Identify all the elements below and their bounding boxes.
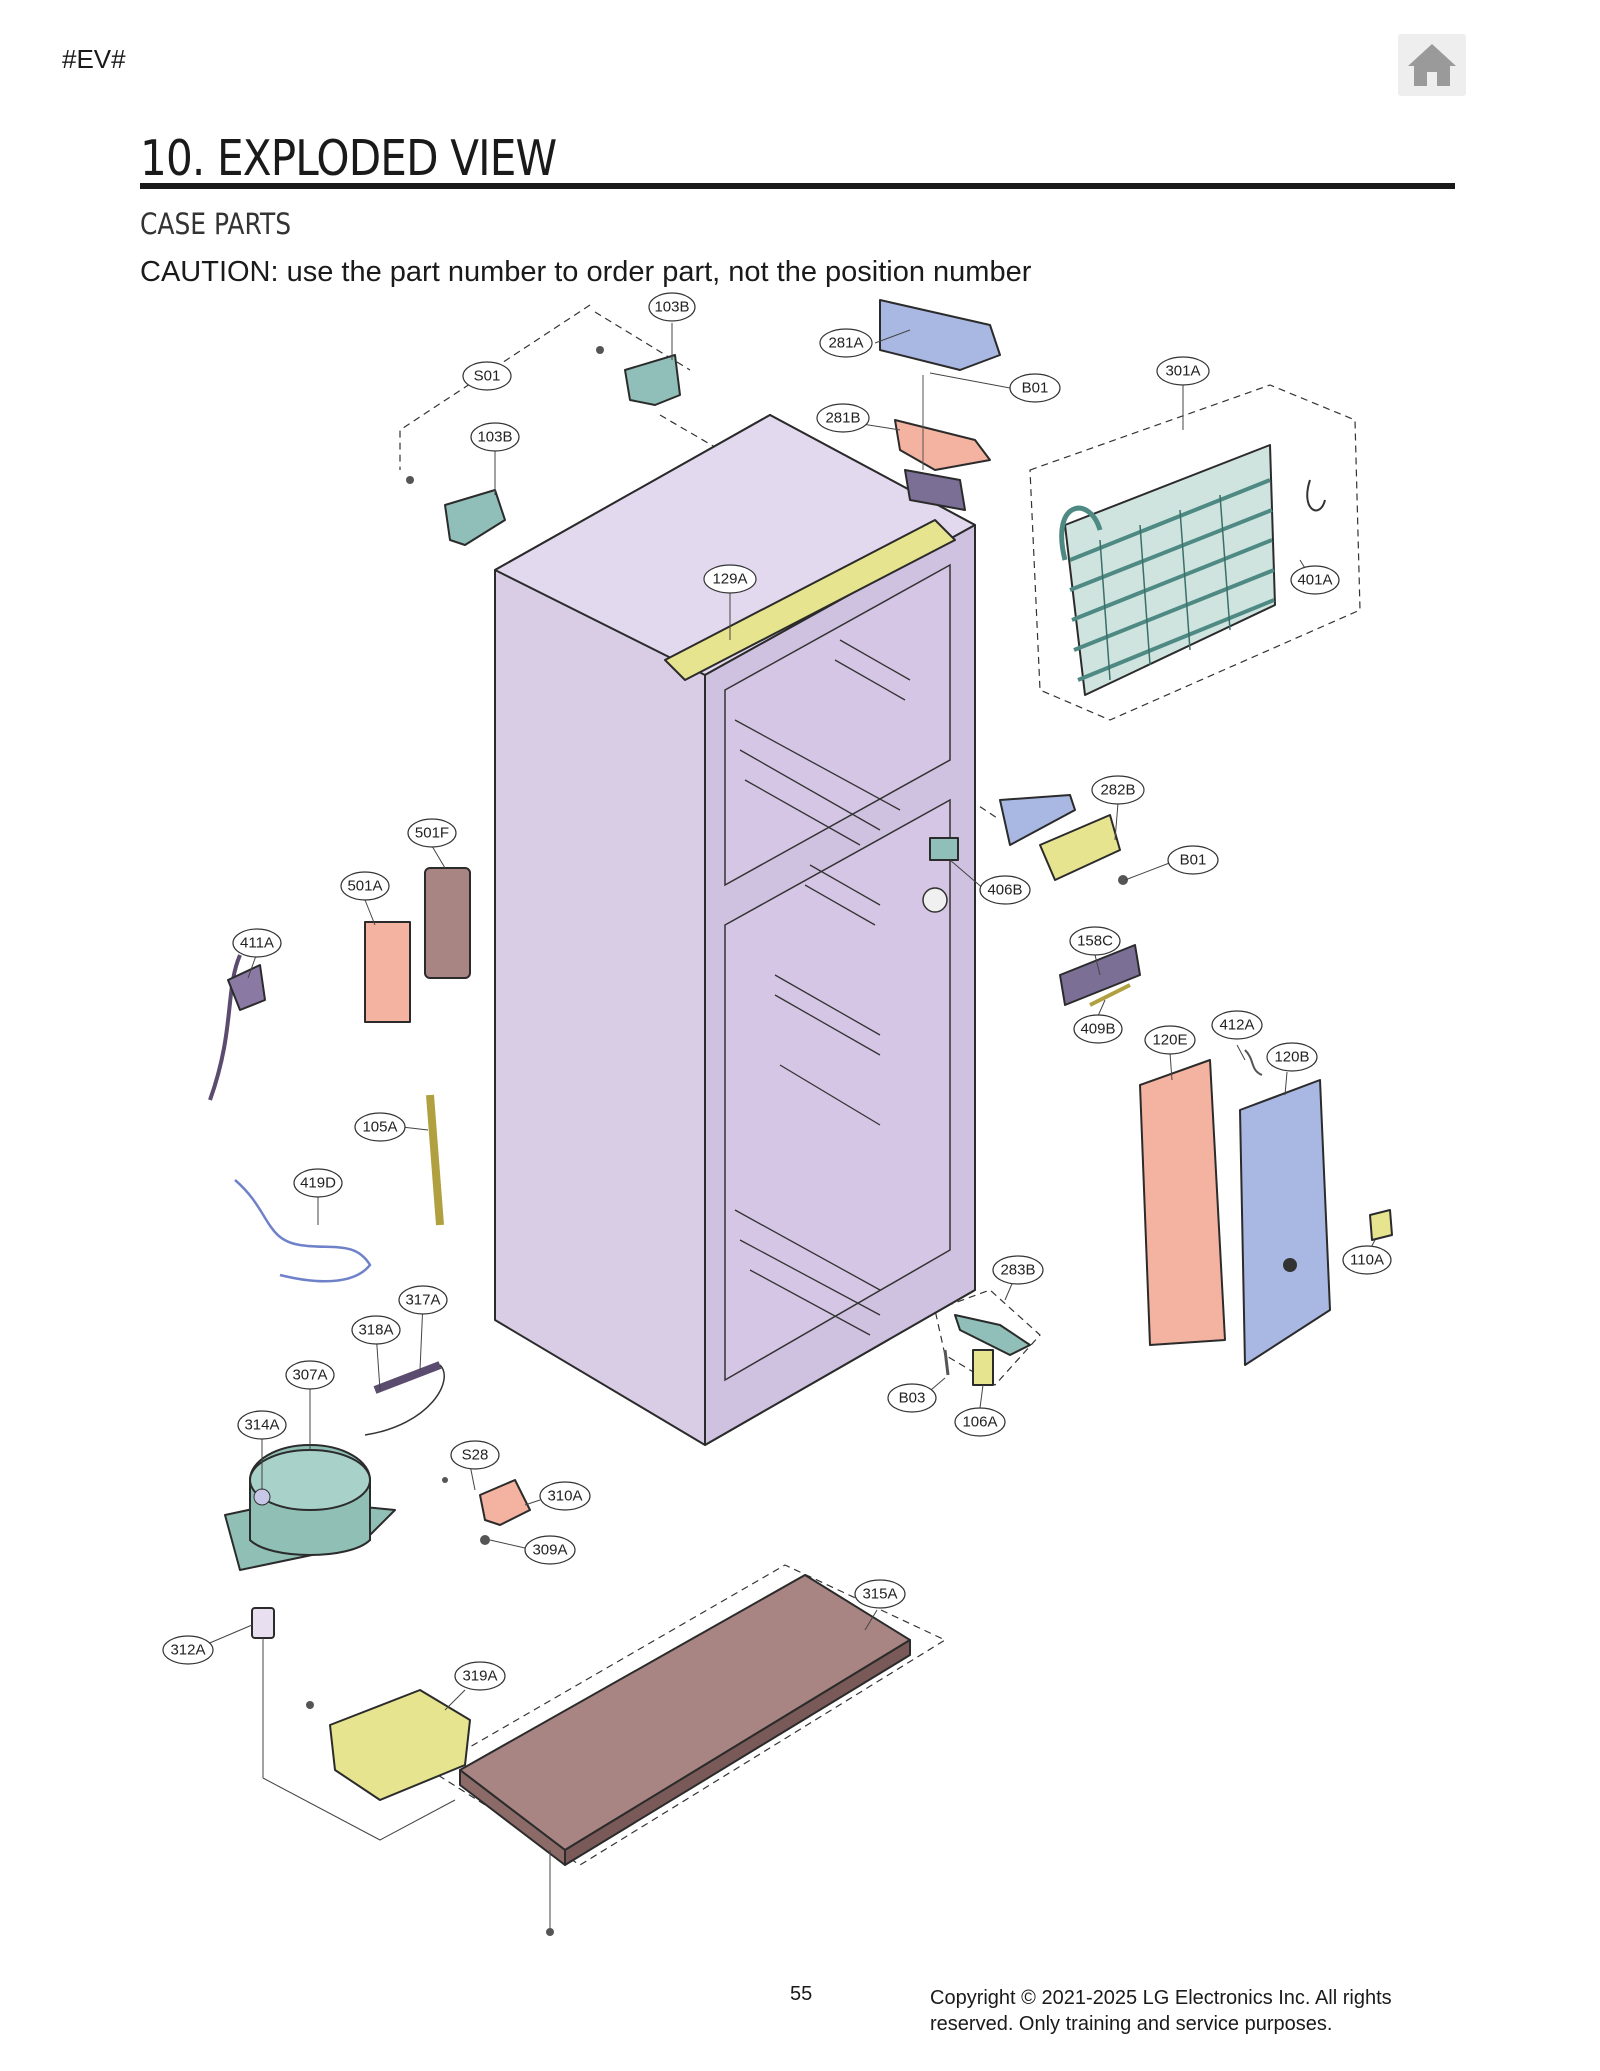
svg-text:281A: 281A xyxy=(828,335,863,352)
callout-B01-mid: B01 xyxy=(1167,845,1219,875)
svg-text:312A: 312A xyxy=(170,1642,205,1659)
callout-301A: 301A xyxy=(1156,356,1210,386)
svg-text:314A: 314A xyxy=(244,1417,279,1434)
callout-283B: 283B xyxy=(992,1255,1044,1285)
svg-text:283B: 283B xyxy=(1000,1262,1035,1279)
callout-401A: 401A xyxy=(1290,565,1340,595)
svg-text:319A: 319A xyxy=(462,1668,497,1685)
callout-158C: 158C xyxy=(1069,926,1121,956)
svg-text:B01: B01 xyxy=(1022,380,1049,397)
callout-317A: 317A xyxy=(398,1285,448,1315)
svg-text:315A: 315A xyxy=(862,1586,897,1603)
callout-282B: 282B xyxy=(1091,775,1145,805)
svg-text:105A: 105A xyxy=(362,1119,397,1136)
callout-120B: 120B xyxy=(1266,1042,1318,1072)
evaporator xyxy=(1059,444,1326,696)
caution-note: CAUTION: use the part number to order pa… xyxy=(140,256,1032,288)
refrigerator-cabinet xyxy=(494,414,976,1446)
svg-text:501F: 501F xyxy=(415,825,449,842)
home-button[interactable] xyxy=(1398,34,1466,96)
callout-106A: 106A xyxy=(954,1407,1006,1437)
svg-text:B01: B01 xyxy=(1180,852,1207,869)
callout-307A: 307A xyxy=(285,1360,335,1390)
svg-text:317A: 317A xyxy=(405,1292,440,1309)
callout-315A: 315A xyxy=(854,1579,906,1609)
svg-text:110A: 110A xyxy=(1350,1252,1384,1269)
svg-text:501A: 501A xyxy=(347,878,382,895)
compressor xyxy=(224,1444,396,1571)
svg-text:406B: 406B xyxy=(987,882,1022,899)
callout-406B: 406B xyxy=(979,875,1031,905)
svg-text:281B: 281B xyxy=(825,410,860,427)
page-number: 55 xyxy=(790,1983,813,2005)
callout-409B: 409B xyxy=(1073,1014,1123,1044)
svg-text:282B: 282B xyxy=(1100,782,1135,799)
svg-text:B03: B03 xyxy=(899,1390,926,1407)
svg-text:409B: 409B xyxy=(1080,1021,1115,1038)
callout-312A: 312A xyxy=(162,1635,214,1665)
callout-319A: 319A xyxy=(454,1661,506,1691)
callout-103B-top: 103B xyxy=(648,292,696,322)
svg-text:310A: 310A xyxy=(547,1488,582,1505)
title-rule xyxy=(140,183,1455,189)
callout-501A: 501A xyxy=(340,871,390,901)
callout-501F: 501F xyxy=(407,818,457,848)
callout-318A: 318A xyxy=(351,1315,401,1345)
callout-B01-top: B01 xyxy=(1009,373,1061,403)
callout-B03: B03 xyxy=(887,1383,937,1413)
callout-281A: 281A xyxy=(819,328,873,358)
svg-text:129A: 129A xyxy=(712,571,747,588)
svg-text:120B: 120B xyxy=(1274,1049,1309,1066)
document-tag: #EV# xyxy=(62,44,126,74)
callout-105A: 105A xyxy=(354,1112,406,1142)
svg-text:158C: 158C xyxy=(1077,933,1113,950)
callout-110A: 110A xyxy=(1342,1245,1392,1275)
svg-text:412A: 412A xyxy=(1219,1017,1254,1034)
svg-text:307A: 307A xyxy=(292,1367,327,1384)
callout-281B: 281B xyxy=(816,403,870,433)
svg-text:120E: 120E xyxy=(1152,1032,1187,1049)
callout-S01: S01 xyxy=(462,361,512,391)
callout-419D: 419D xyxy=(293,1168,343,1198)
svg-text:103B: 103B xyxy=(477,429,512,446)
callout-314A: 314A xyxy=(237,1410,287,1440)
callout-129A: 129A xyxy=(703,564,757,594)
callout-103B-left: 103B xyxy=(470,422,520,452)
callout-412A: 412A xyxy=(1211,1010,1263,1040)
svg-text:419D: 419D xyxy=(300,1175,336,1192)
section-subtitle: CASE PARTS xyxy=(140,207,292,241)
svg-text:401A: 401A xyxy=(1297,572,1332,589)
svg-text:S28: S28 xyxy=(462,1447,489,1464)
exploded-view-diagram: 103B 281A B01 301A S01 103B 281B 401A 12… xyxy=(162,292,1393,1936)
svg-text:106A: 106A xyxy=(962,1414,997,1431)
home-icon xyxy=(1408,44,1456,86)
svg-text:411A: 411A xyxy=(240,935,274,952)
callout-310A: 310A xyxy=(539,1481,591,1511)
svg-text:103B: 103B xyxy=(654,299,689,316)
svg-text:301A: 301A xyxy=(1165,363,1200,380)
svg-text:309A: 309A xyxy=(532,1542,567,1559)
callout-309A: 309A xyxy=(524,1535,576,1565)
page-title: 10. EXPLODED VIEW xyxy=(140,130,557,187)
copyright-notice: Copyright © 2021-2025 LG Electronics Inc… xyxy=(930,1987,1392,2035)
callout-411A: 411A xyxy=(232,928,282,958)
svg-text:318A: 318A xyxy=(358,1322,393,1339)
callout-120E: 120E xyxy=(1144,1025,1196,1055)
svg-text:S01: S01 xyxy=(474,368,501,385)
callout-S28: S28 xyxy=(450,1440,500,1470)
